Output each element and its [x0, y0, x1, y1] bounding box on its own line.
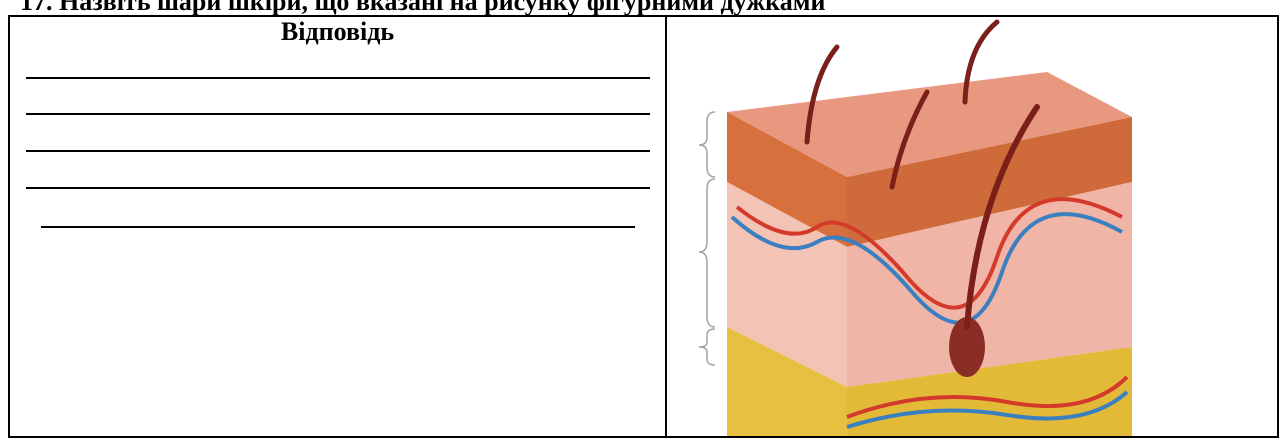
answer-line-5[interactable] — [41, 226, 635, 228]
answer-title: Відповідь — [10, 17, 665, 47]
answer-table: Відповідь — [8, 15, 1279, 438]
skin-layers-illustration — [667, 17, 1277, 436]
bracket-epidermis — [699, 112, 715, 177]
answer-line-3[interactable] — [26, 150, 650, 152]
answer-line-4[interactable] — [26, 187, 650, 189]
answer-line-2[interactable] — [26, 113, 650, 115]
answer-cell: Відповідь — [10, 17, 665, 436]
bracket-dermis — [699, 179, 715, 327]
bracket-hypodermis — [699, 329, 715, 365]
answer-line-1[interactable] — [26, 77, 650, 79]
figure-cell — [667, 17, 1277, 436]
